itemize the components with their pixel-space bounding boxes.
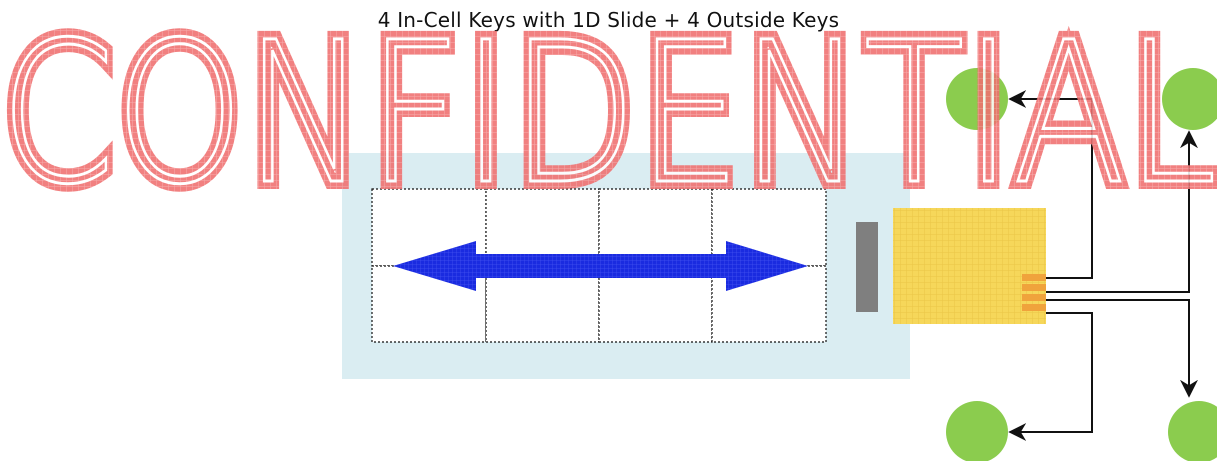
- outside-key: [946, 401, 1008, 461]
- diagram-title: 4 In-Cell Keys with 1D Slide + 4 Outside…: [377, 8, 840, 32]
- outside-key: [1168, 401, 1217, 461]
- fpc-board: [893, 208, 1046, 324]
- fpc-pads: [1022, 274, 1046, 311]
- in-cell-key: [598, 265, 713, 343]
- in-cell-key: [598, 188, 713, 267]
- confidential-watermark: CONFIDENTIAL CONFIDENTIAL: [0, 0, 1217, 235]
- watermark-text: CONFIDENTIAL: [0, 0, 1217, 227]
- slide-arrow-icon: [393, 241, 808, 291]
- fpc-pad: [1022, 284, 1046, 291]
- in-cell-key-grid: [371, 188, 827, 343]
- watermark-text-inner: CONFIDENTIAL: [0, 0, 1217, 227]
- in-cell-key: [485, 188, 600, 267]
- connector-bar: [856, 222, 878, 312]
- fpc-pad: [1022, 274, 1046, 281]
- fpc-pad: [1022, 294, 1046, 301]
- wire-bottom-right: [1046, 299, 1198, 398]
- outside-key: [1162, 68, 1217, 130]
- fpc-pad: [1022, 304, 1046, 311]
- wire-bottom-left: [1008, 312, 1093, 441]
- wire-top-right: [1046, 130, 1198, 293]
- outside-key: [946, 68, 1008, 130]
- wiring: [1008, 90, 1198, 441]
- wire-top-left: [1008, 90, 1093, 279]
